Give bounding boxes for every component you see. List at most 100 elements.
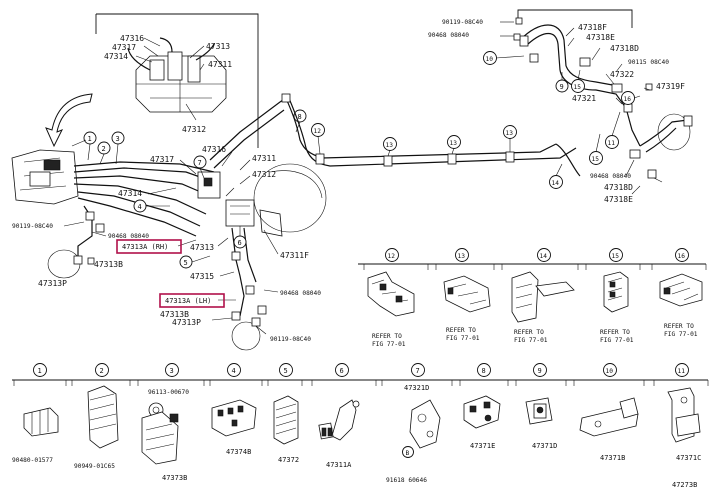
svg-text:15: 15 xyxy=(592,156,600,163)
callout-13a: 13 xyxy=(383,137,397,151)
label-90119-rear: 90119-08C40 xyxy=(442,19,483,26)
bottom-row: 1 90480-01577 2 90949-01C65 3 96113-0067… xyxy=(12,363,709,484)
callout-6: 6 xyxy=(233,235,247,249)
label-90468-left: 90468 08040 xyxy=(108,233,149,240)
svg-text:3: 3 xyxy=(116,135,120,143)
svg-text:16: 16 xyxy=(624,96,632,103)
clamp-panel: 12 REFER TO FIG 77-01 13 REFER TO FIG 77… xyxy=(358,248,707,348)
label-90468-rear: 90468 08040 xyxy=(428,32,469,39)
svg-text:8: 8 xyxy=(298,113,302,121)
clamp-13-ref: REFER TO xyxy=(446,327,476,334)
svg-text:5: 5 xyxy=(184,259,188,267)
label-47315: 47315 xyxy=(190,272,214,281)
svg-text:16: 16 xyxy=(678,253,686,260)
part-47371c: 47371C xyxy=(676,454,701,462)
svg-text:8: 8 xyxy=(482,367,486,375)
callout-14: 14 xyxy=(549,175,563,189)
arrow-icon xyxy=(45,93,93,148)
clamp-14-fig: FIG 77-01 xyxy=(514,337,548,344)
callout-4: 4 xyxy=(133,199,147,213)
svg-text:7: 7 xyxy=(416,367,420,375)
label-47313-inset: 47313 xyxy=(206,42,230,51)
label-90119-left: 90119-08C40 xyxy=(12,223,53,230)
part-47321d: 47321D xyxy=(404,384,429,392)
svg-text:4: 4 xyxy=(232,367,236,375)
label-47311f: 47311F xyxy=(280,251,309,260)
label-47314-inset: 47314 xyxy=(104,52,128,61)
master-cylinder-inset: 47316 47317 47314 47313 47311 47312 xyxy=(95,13,259,148)
svg-text:2: 2 xyxy=(100,367,104,375)
label-47313b-left: 47313B xyxy=(94,260,123,269)
label-47311-inset: 47311 xyxy=(208,60,232,69)
callout-3: 3 xyxy=(111,131,125,145)
svg-text:12: 12 xyxy=(388,253,396,260)
label-47313b-right: 47313B xyxy=(160,310,189,319)
label-47318d: 47318D xyxy=(610,44,639,53)
label-47313p-left: 47313P xyxy=(38,279,67,288)
clamp-16-ref: REFER TO xyxy=(664,323,694,330)
svg-text:15: 15 xyxy=(612,253,620,260)
clamp-16-fig: FIG 77-01 xyxy=(664,331,698,338)
label-47317-inset: 47317 xyxy=(112,43,136,52)
label-47313: 47313 xyxy=(190,243,214,252)
label-47316-inset: 47316 xyxy=(120,34,144,43)
svg-text:6: 6 xyxy=(340,367,344,375)
svg-text:11: 11 xyxy=(678,368,686,375)
callout-10: 10 xyxy=(483,51,497,65)
label-90119-right: 90119-08C40 xyxy=(270,336,311,343)
svg-text:13: 13 xyxy=(386,142,394,149)
callout-15a: 15 xyxy=(571,79,585,93)
label-47311: 47311 xyxy=(252,154,276,163)
label-47319f: 47319F xyxy=(656,82,685,91)
label-90115: 90115 08C40 xyxy=(628,59,669,66)
clamp-12-ref: REFER TO xyxy=(372,333,402,340)
label-47313p-right: 47313P xyxy=(172,318,201,327)
label-47314: 47314 xyxy=(118,189,142,198)
clamp-item-13: 13 REFER TO FIG 77-01 xyxy=(435,248,495,342)
bottom-item-11: 11 47371C xyxy=(653,363,709,462)
label-47316: 47316 xyxy=(202,145,226,154)
rear-assembly xyxy=(500,9,693,195)
highlight-47313a-rh xyxy=(116,239,182,254)
svg-text:13: 13 xyxy=(450,140,458,147)
clamp-item-12: 12 REFER TO FIG 77-01 xyxy=(363,248,429,348)
svg-text:14: 14 xyxy=(552,180,560,187)
label-47318e-b: 47318E xyxy=(604,195,633,204)
long-pipe-run xyxy=(281,93,581,177)
label-47321: 47321 xyxy=(572,94,596,103)
callout-16: 16 xyxy=(621,91,635,105)
label-47313a-lh: 47313A (LH) xyxy=(165,297,211,305)
svg-text:2: 2 xyxy=(102,145,106,153)
callout-13b: 13 xyxy=(447,135,461,149)
bottom-item-1: 1 90480-01577 xyxy=(12,363,67,464)
bottom-item-5: 5 47372 xyxy=(267,363,303,464)
svg-text:10: 10 xyxy=(486,56,494,63)
svg-text:14: 14 xyxy=(540,253,548,260)
bottom-item-10: 10 47371B xyxy=(573,363,645,462)
label-47318e: 47318E xyxy=(586,33,615,42)
label-47313a-rh: 47313A (RH) xyxy=(122,243,168,251)
svg-text:15: 15 xyxy=(574,84,582,91)
bottom-item-3: 3 96113-00670 47373B xyxy=(137,363,205,482)
svg-text:5: 5 xyxy=(284,367,288,375)
svg-text:6: 6 xyxy=(238,239,242,247)
label-47317: 47317 xyxy=(150,155,174,164)
svg-text:3: 3 xyxy=(170,367,174,375)
bottom-item-6: 6 47311A xyxy=(311,363,377,469)
svg-text:12: 12 xyxy=(314,128,322,135)
part-90949-01c65: 90949-01C65 xyxy=(74,463,115,470)
bottom-item-2: 2 90949-01C65 xyxy=(71,363,131,470)
part-91618-60646: 91618 60646 xyxy=(386,477,427,484)
callout-1: 1 xyxy=(83,131,97,145)
callout-12: 12 xyxy=(311,123,325,137)
clamp-item-14: 14 REFER TO FIG 77-01 xyxy=(501,248,579,344)
part-47374b: 47374B xyxy=(226,448,251,456)
bottom-item-8: 8 47371E xyxy=(459,363,509,450)
svg-text:10: 10 xyxy=(606,368,614,375)
svg-text:1: 1 xyxy=(88,135,92,143)
callout-b: B xyxy=(406,450,410,457)
svg-text:13: 13 xyxy=(506,130,514,137)
svg-text:9: 9 xyxy=(538,367,542,375)
clamp-12-fig: FIG 77-01 xyxy=(372,341,406,348)
